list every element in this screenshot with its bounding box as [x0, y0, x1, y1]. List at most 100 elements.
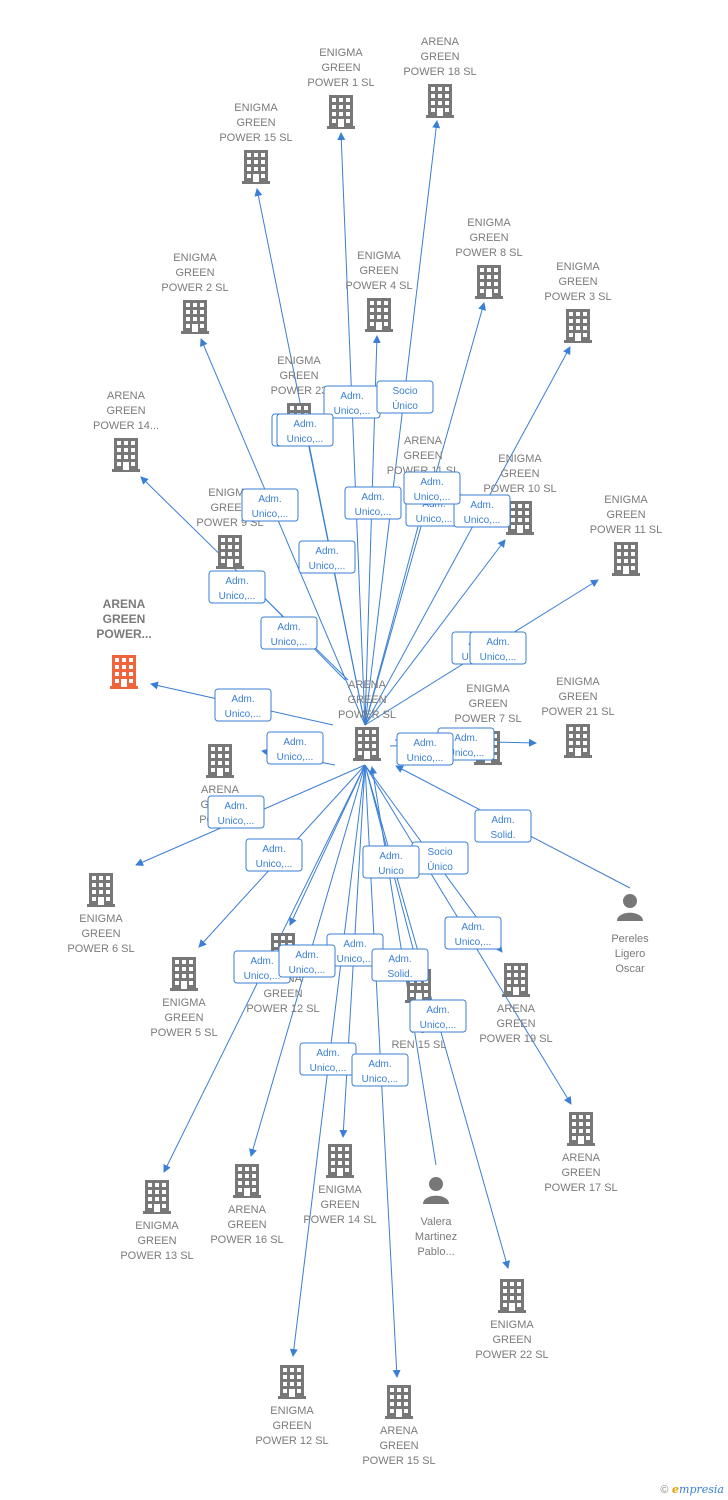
node-label-line: ENIGMA: [556, 676, 600, 688]
node-label-line: GREEN: [272, 1420, 311, 1432]
edge-label-valera-center: Adm.Solid.: [371, 948, 429, 982]
edge-label-text: Adm.: [486, 637, 509, 648]
node-label-line: POWER 12 SL: [246, 1003, 319, 1015]
edge-label-text: Unico,...: [277, 752, 314, 763]
edge-label-text: Adm.: [461, 922, 484, 933]
edge-label-text: Adm.: [293, 419, 316, 430]
edge-label-center-ag11: Adm.Unico,...: [403, 471, 461, 505]
node-label-line: REN 15 SL: [391, 1039, 446, 1051]
edge-label-center-ag14: Adm. Unico,...: [208, 570, 266, 604]
node-label-line: ENIGMA: [173, 252, 217, 264]
node-label-line: ENIGMA: [79, 913, 123, 925]
node-eg6[interactable]: ENIGMA GREEN POWER 6 SL: [67, 873, 135, 955]
node-label-line: Ligero: [615, 948, 646, 960]
edge-label-text: Unico,...: [219, 591, 256, 602]
edge-label-text: Adm.: [224, 801, 247, 812]
node-label-line: POWER 13 SL: [120, 1250, 193, 1262]
node-label-line: ARENA: [562, 1152, 601, 1164]
building-icon: [567, 1112, 595, 1146]
edge-label-text: Adm.: [250, 956, 273, 967]
edge-center-ag18: [364, 120, 441, 726]
edge-label-center-eg3: Adm.Unico,...: [453, 494, 511, 528]
node-label-line: POWER 16 SL: [210, 1234, 283, 1246]
node-label-line: GREEN: [81, 928, 120, 940]
edge-label-text: Adm.: [295, 950, 318, 961]
edge-label-center-eg1: Adm.Unico,...: [323, 385, 381, 419]
node-label-line: POWER 5 SL: [150, 1027, 217, 1039]
node-label-line: ENIGMA: [208, 487, 252, 499]
building-icon: [498, 1279, 526, 1313]
edge-label-text: Adm.: [316, 1048, 339, 1059]
edge-label-center-ag16: Adm.Unico,...: [278, 944, 336, 978]
building-icon: [233, 1164, 261, 1198]
edge-label-center-eg6: Adm.Unico,...: [207, 795, 265, 829]
edge-label-text: Adm.: [413, 738, 436, 749]
edge-label-text: Unico,...: [309, 561, 346, 572]
node-label-line: GREEN: [279, 370, 318, 382]
edge-center-ag12m: [289, 764, 366, 926]
node-label-line: GREEN: [558, 276, 597, 288]
node-label-line: POWER 10 SL: [483, 483, 556, 495]
copyright-footer: © empresia: [660, 1483, 724, 1496]
node-label-line: POWER 14 SL: [303, 1214, 376, 1226]
edge-label-text: Único: [427, 860, 453, 873]
edge-label-center-ag12m: Adm. Unico,...: [233, 950, 291, 984]
edge-label-center-eg23: Adm. Unico,...: [276, 413, 334, 447]
node-label-line: GREEN: [320, 1199, 359, 1211]
edge-label-text: Adm.: [388, 954, 411, 965]
edge-label-text: Unico,...: [464, 515, 501, 526]
building-icon: [110, 655, 138, 689]
node-label-line: GREEN: [347, 694, 386, 706]
edge-label-center-eg14: Adm.Unico,...: [299, 1042, 357, 1076]
edge-label-center-agw: Adm.Unico,...: [266, 731, 324, 765]
edge-label-text: Adm.: [225, 576, 248, 587]
node-label-line: POWER 14...: [93, 420, 159, 432]
edge-label-text: Unico,...: [407, 753, 444, 764]
node-valera[interactable]: ValeraMartinezPablo...: [415, 1177, 457, 1258]
node-label-line: ARENA: [107, 390, 146, 402]
edge-label-text: Unico,...: [355, 507, 392, 518]
building-icon: [564, 724, 592, 758]
node-focus[interactable]: ARENAGREENPOWER...: [96, 597, 152, 689]
node-label-line: GREEN: [236, 117, 275, 129]
edge-center-eg1: [337, 132, 366, 726]
edge-label-text: Adm.: [340, 391, 363, 402]
node-label-line: POWER 4 SL: [345, 280, 412, 292]
node-label-line: GREEN: [379, 1440, 418, 1452]
node-label-line: POWER 12 SL: [255, 1435, 328, 1447]
edge-label-text: Unico,...: [244, 971, 281, 982]
edge-label-text: Unico,...: [287, 434, 324, 445]
node-label-line: POWER...: [96, 627, 151, 641]
node-label-line: GREEN: [175, 267, 214, 279]
edge-label-text: Único: [392, 399, 418, 412]
building-icon: [143, 1180, 171, 1214]
node-label-line: POWER 21 SL: [541, 706, 614, 718]
node-label-line: ENIGMA: [135, 1220, 179, 1232]
node-label-line: POWER 6 SL: [67, 943, 134, 955]
